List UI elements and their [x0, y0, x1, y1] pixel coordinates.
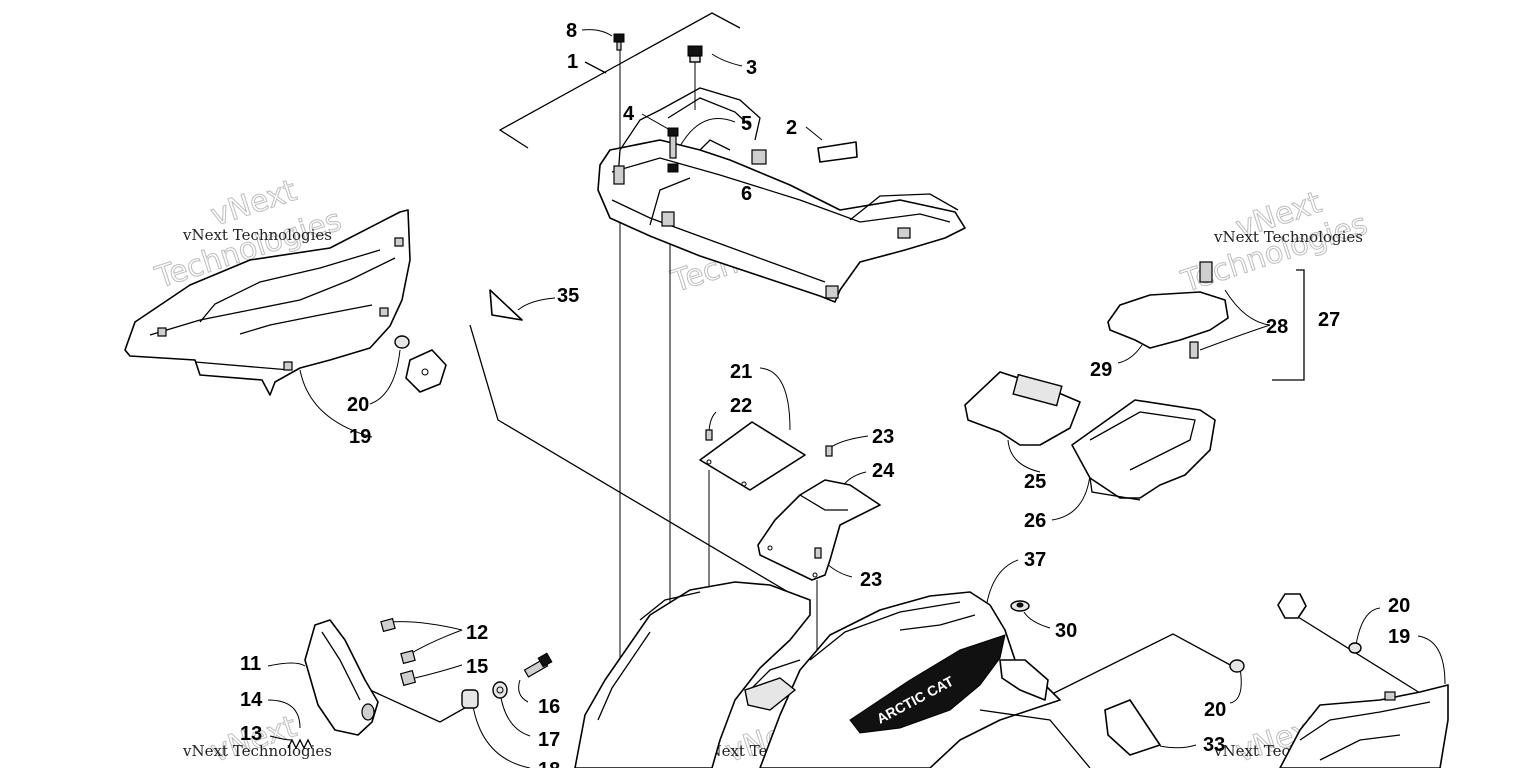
label-part-3: 3: [746, 57, 757, 79]
decal-part-35: [489, 289, 523, 321]
label-part-22: 22: [730, 395, 752, 417]
body-fender-main: ARCTIC CAT: [574, 581, 1091, 768]
label-part-16: 16: [538, 696, 560, 718]
part-labels: 1 2 3 4 5 6 8 35 20 19 21 22 23 24 23 25…: [240, 20, 1410, 768]
label-part-14: 14: [240, 689, 263, 711]
grommet-part-20-left: [394, 335, 447, 393]
label-part-2: 2: [786, 117, 797, 139]
label-part-27: 27: [1318, 309, 1340, 331]
taillight-part-11: [304, 619, 379, 736]
label-part-35: 35: [557, 285, 579, 307]
cover-part-29: [1107, 261, 1229, 359]
panel-part-24: [757, 445, 881, 581]
label-part-5: 5: [741, 113, 752, 135]
label-part-25: 25: [1024, 471, 1046, 493]
label-part-37: 37: [1024, 549, 1046, 571]
watermark-top-right: vNext Technologies vNext Technologies: [1176, 185, 1372, 301]
label-part-4: 4: [623, 103, 635, 125]
svg-text:vNext Technologies: vNext Technologies: [182, 742, 332, 760]
grommet-part-20-right: [1229, 593, 1362, 673]
fender-right-part-19: [1279, 684, 1449, 768]
cap-part-3: [687, 45, 703, 110]
label-part-20-right: 20: [1204, 699, 1226, 721]
label-part-23-bottom: 23: [860, 569, 882, 591]
label-part-23-top: 23: [872, 426, 894, 448]
rear-rack: [597, 87, 966, 303]
label-part-28: 28: [1266, 316, 1288, 338]
svg-text:vNext Technologies: vNext Technologies: [182, 226, 332, 244]
label-part-19-left: 19: [349, 426, 371, 448]
screws-part-12: [380, 617, 417, 687]
label-part-12: 12: [466, 622, 488, 644]
label-part-19-right: 19: [1388, 626, 1410, 648]
label-part-33: 33: [1203, 734, 1225, 756]
svg-text:vNext Technologies: vNext Technologies: [1213, 228, 1363, 246]
label-part-24: 24: [872, 460, 895, 482]
panel-part-21: [699, 421, 806, 491]
washer-part-17: [492, 681, 508, 699]
bushing-part-18: [461, 689, 479, 709]
bolt-part-16: [523, 652, 553, 678]
label-part-21: 21: [730, 361, 752, 383]
label-part-20-right-top: 20: [1388, 595, 1410, 617]
bolt-part-8: [613, 33, 625, 51]
label-part-29: 29: [1090, 359, 1112, 381]
label-part-6: 6: [741, 183, 752, 205]
label-part-8: 8: [566, 20, 577, 42]
storage-box-part-26: [1071, 399, 1216, 501]
label-part-20-left: 20: [347, 394, 369, 416]
label-part-30: 30: [1055, 620, 1077, 642]
spring-part-13: [287, 738, 313, 750]
bolt-part-4: [667, 127, 679, 173]
decal-part-33: [1104, 699, 1161, 756]
washer-part-30: [1010, 600, 1030, 612]
label-part-18: 18: [538, 759, 560, 768]
lid-part-25: [964, 371, 1081, 446]
label-part-1: 1: [567, 51, 578, 73]
label-part-15: 15: [466, 656, 488, 678]
label-part-26: 26: [1024, 510, 1046, 532]
label-part-17: 17: [538, 729, 560, 751]
label-part-11: 11: [240, 653, 261, 675]
label-part-13: 13: [240, 723, 262, 745]
fender-left-part-19: [124, 209, 411, 396]
decal-part-2: [817, 141, 858, 163]
